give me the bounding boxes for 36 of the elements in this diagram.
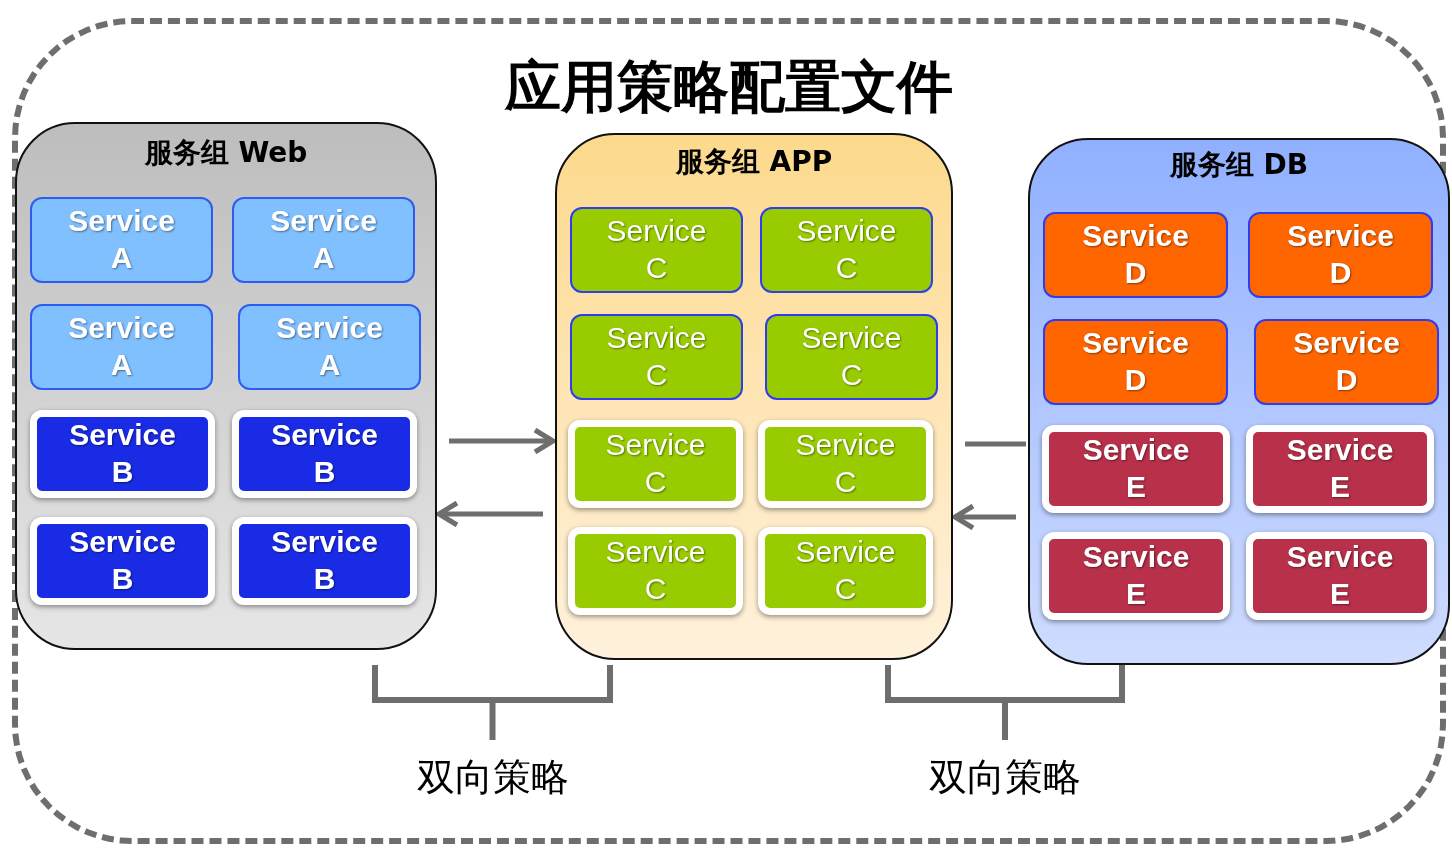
bracket-label: 双向策略 — [928, 754, 1082, 801]
arrow — [436, 500, 543, 528]
arrow — [952, 503, 1016, 531]
group-title: 服务组 APP — [674, 144, 834, 180]
group-title: 服务组 DB — [1168, 147, 1310, 183]
service-box: Service B — [30, 410, 215, 498]
group-panel — [1028, 138, 1450, 665]
service-box: Service E — [1042, 425, 1230, 513]
service-box: Service D — [1043, 212, 1228, 298]
group-title: 服务组 Web — [143, 135, 309, 171]
group-panel — [555, 133, 953, 660]
service-box: Service A — [238, 304, 421, 390]
service-box: Service E — [1246, 425, 1434, 513]
group-panel — [15, 122, 437, 650]
arrow — [449, 427, 556, 455]
service-box: Service C — [568, 527, 743, 615]
service-box: Service D — [1248, 212, 1433, 298]
service-box: Service B — [232, 517, 417, 605]
service-box: Service C — [570, 207, 743, 293]
service-box: Service D — [1043, 319, 1228, 405]
service-box: Service A — [30, 197, 213, 283]
service-box: Service C — [765, 314, 938, 400]
service-box: Service C — [760, 207, 933, 293]
diagram-title: 应用策略配置文件 — [503, 53, 954, 121]
service-box: Service C — [758, 420, 933, 508]
service-box: Service A — [30, 304, 213, 390]
service-box: Service D — [1254, 319, 1439, 405]
service-box: Service E — [1246, 532, 1434, 620]
service-box: Service E — [1042, 532, 1230, 620]
bracket-label: 双向策略 — [415, 754, 570, 801]
service-box: Service C — [568, 420, 743, 508]
service-box: Service B — [232, 410, 417, 498]
service-box: Service A — [232, 197, 415, 283]
service-box: Service C — [570, 314, 743, 400]
service-box: Service B — [30, 517, 215, 605]
service-box: Service C — [758, 527, 933, 615]
